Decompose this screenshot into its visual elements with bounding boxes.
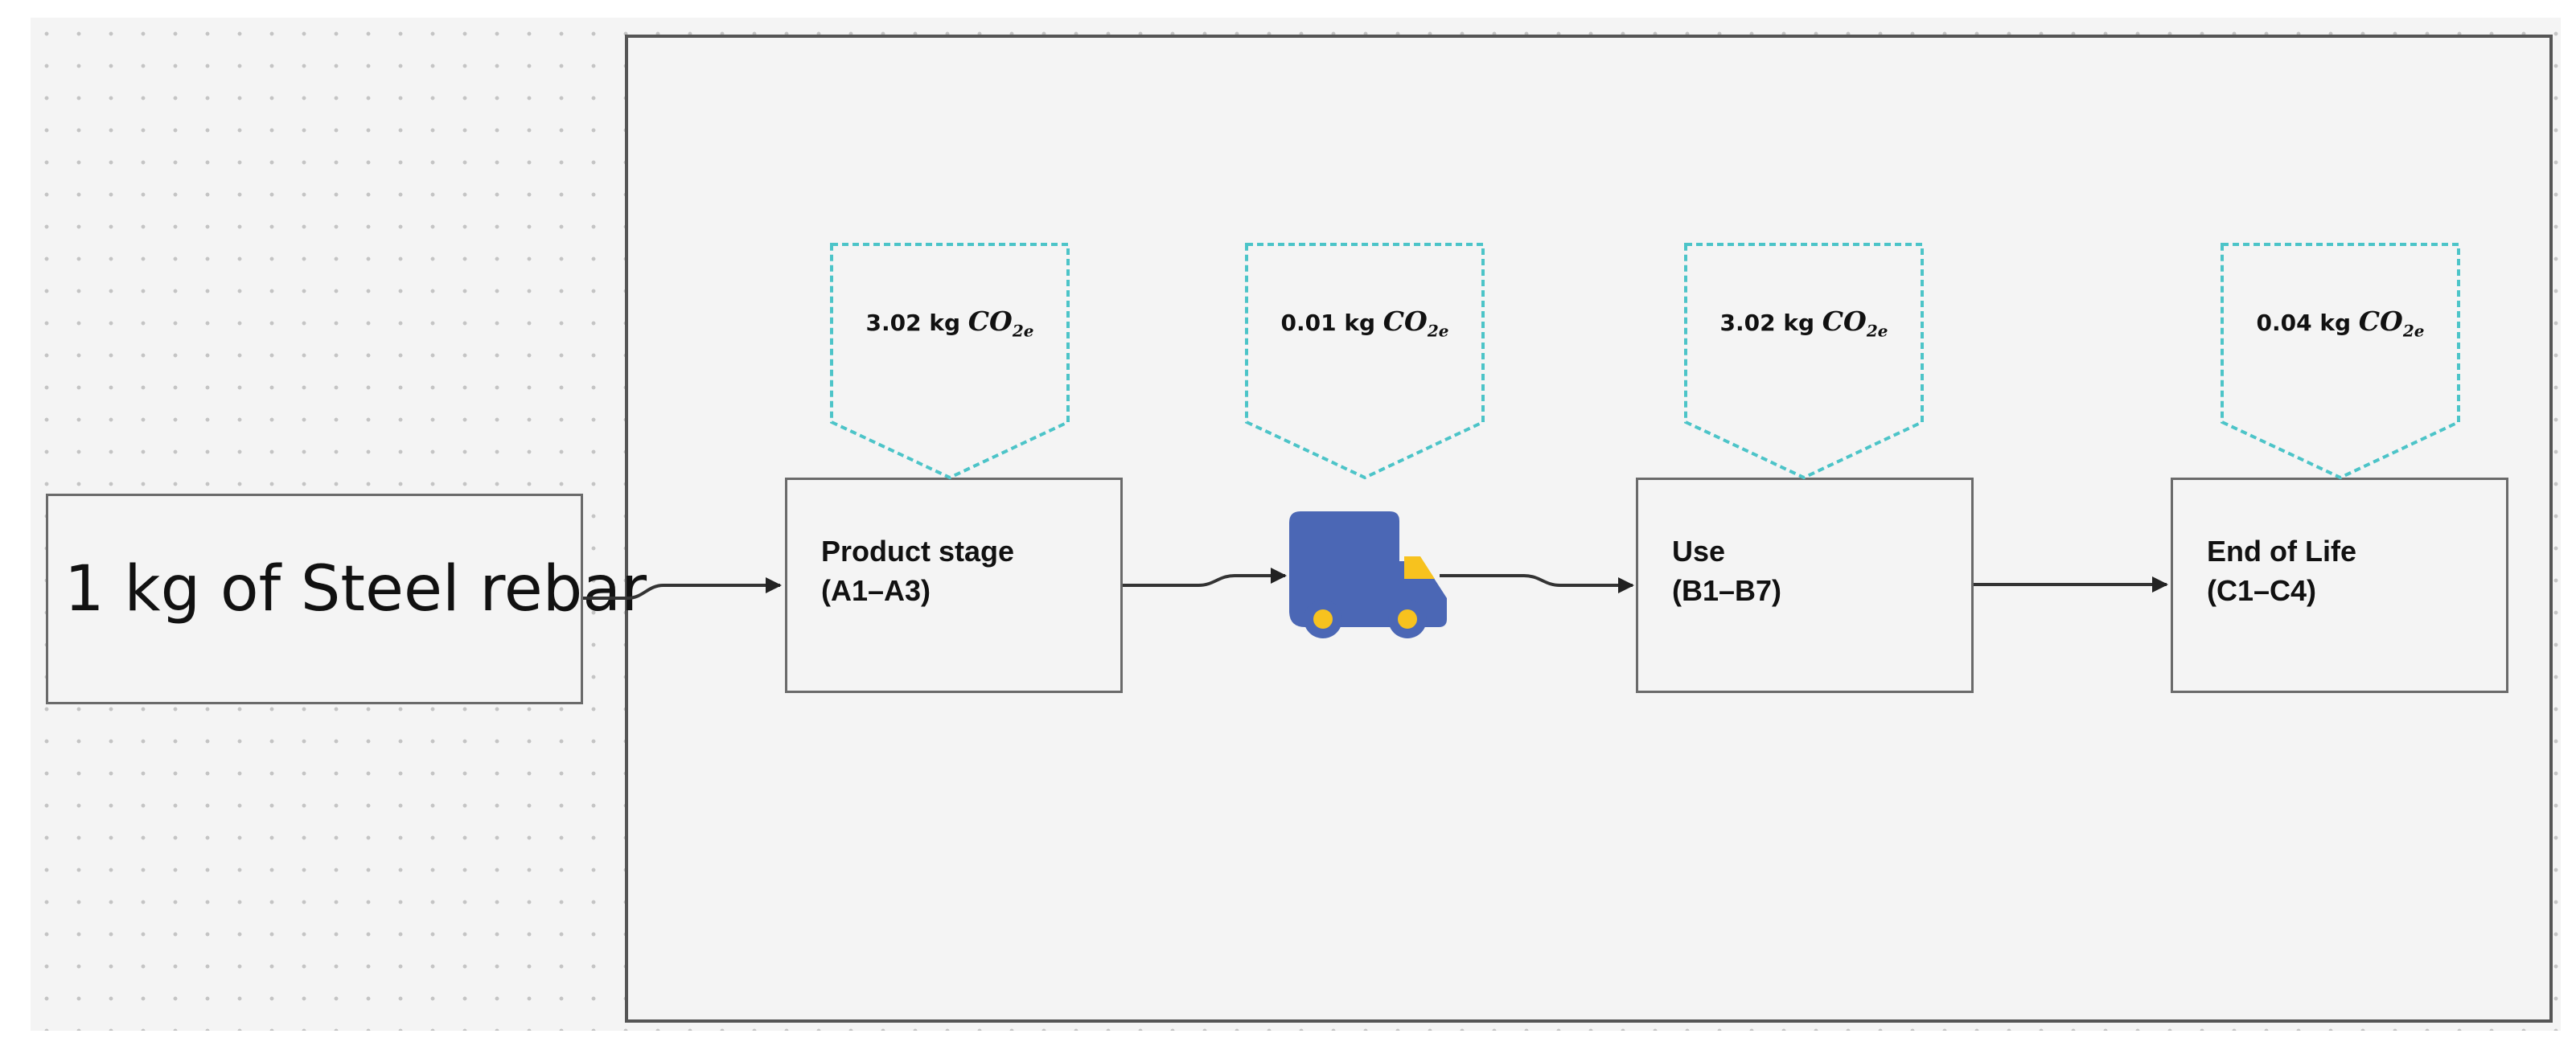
emission-label-transport: 0.01 kg CO2e: [1280, 306, 1449, 341]
stage-box-use: Use (B1–B7): [1636, 478, 1974, 693]
stage-code: (C1–C4): [2207, 574, 2317, 607]
stage-name: Use: [1672, 535, 1726, 568]
truck-icon: [1289, 511, 1447, 638]
emission-label-end-of-life: 0.04 kg CO2e: [2256, 306, 2425, 341]
emission-callout-end-of-life: [2221, 243, 2460, 480]
bottom-edge: [0, 1031, 2576, 1046]
stage-name: End of Life: [2207, 535, 2356, 568]
stage-name: Product stage: [821, 535, 1015, 568]
left-edge: [0, 0, 31, 1046]
flow-connectors: [583, 568, 2168, 600]
stage-code: (A1–A3): [821, 574, 931, 607]
connector-product-to-transport: [1123, 568, 1287, 587]
emission-callout-transport: [1245, 243, 1485, 480]
functional-unit-box: 1 kg of Steel rebar: [46, 494, 647, 704]
emission-label-product: 3.02 kg CO2e: [865, 306, 1034, 341]
emission-callouts: [830, 243, 2460, 480]
emission-label-use: 3.02 kg CO2e: [1719, 306, 1888, 341]
stage-box-end-of-life: End of Life (C1–C4): [2171, 478, 2508, 693]
stage-code: (B1–B7): [1672, 574, 1782, 607]
emission-callout-use: [1684, 243, 1924, 480]
stage-box-product: Product stage (A1–A3): [785, 478, 1123, 693]
top-edge: [0, 0, 2576, 18]
emission-callout-product: [830, 243, 1070, 480]
right-edge: [2561, 0, 2576, 1046]
functional-unit-label: 1 kg of Steel rebar: [64, 553, 647, 626]
connector-transport-to-use: [1440, 574, 1634, 593]
connector-unit-to-product: [583, 577, 782, 600]
